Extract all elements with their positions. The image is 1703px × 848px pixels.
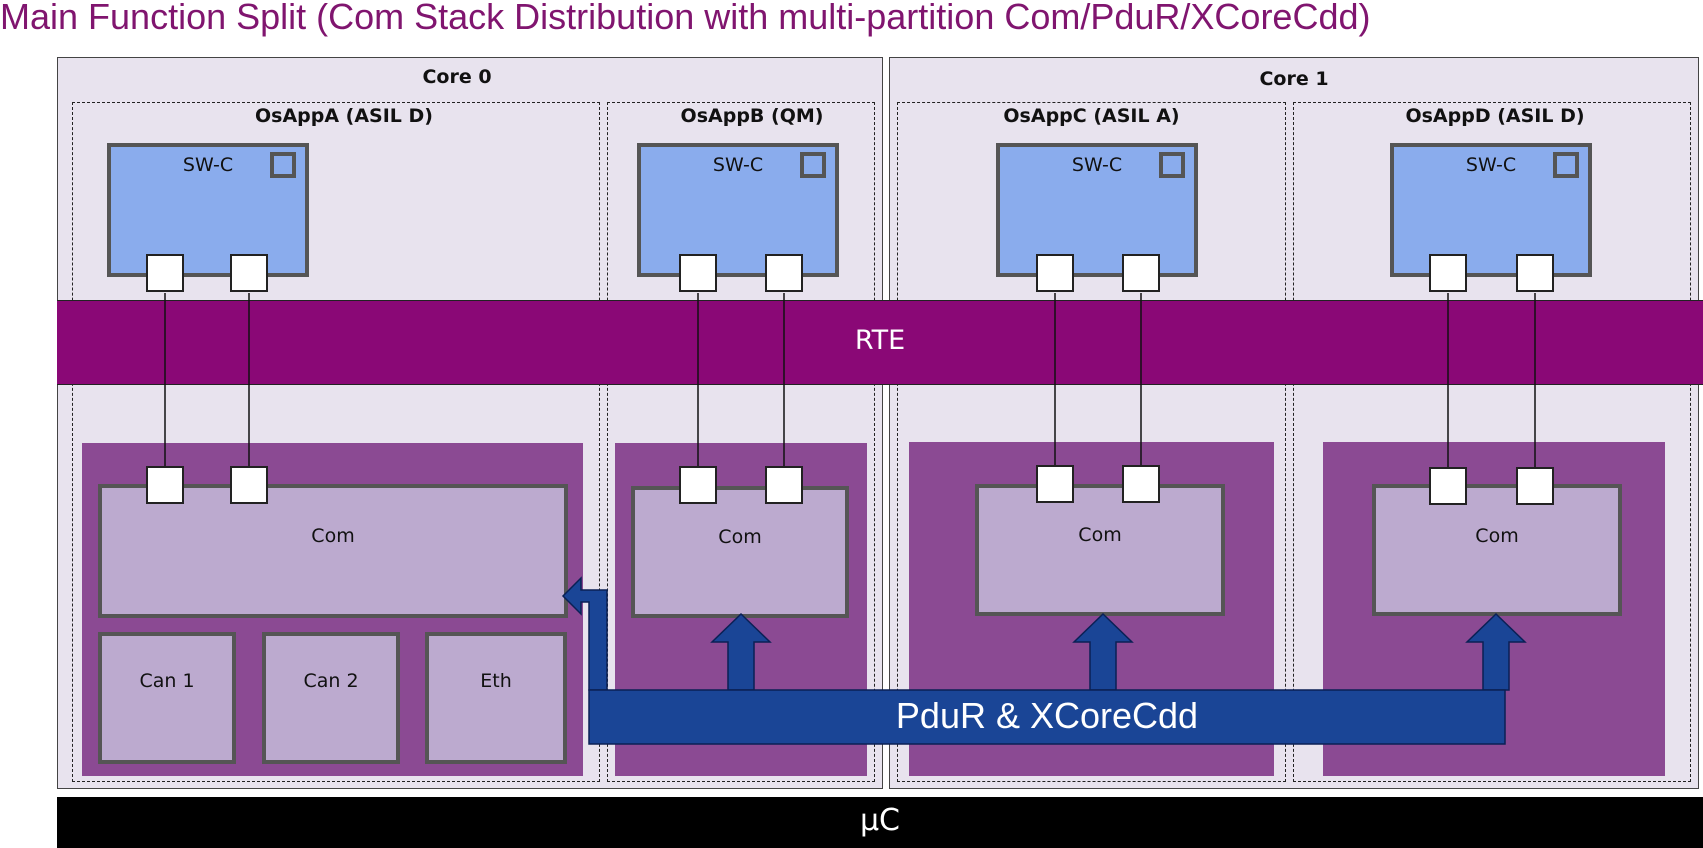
com-port <box>1036 465 1074 503</box>
com-port <box>1516 467 1554 505</box>
partition-osappa <box>72 102 600 782</box>
driver-eth-label: Eth <box>480 670 512 692</box>
swc-port <box>765 254 803 292</box>
partition-osappb <box>607 102 875 782</box>
pdur-arrow-to-com-osappa <box>561 576 608 691</box>
microcontroller-label: µC <box>859 803 901 838</box>
swc-port <box>679 254 717 292</box>
microcontroller-bar <box>57 797 1703 848</box>
swc-component-icon <box>800 152 826 178</box>
com-osappa <box>98 484 568 618</box>
com-port <box>230 466 268 504</box>
driver-eth <box>425 632 567 764</box>
pdur-arrow-to-com-osappb <box>710 612 772 691</box>
swc-port <box>1122 254 1160 292</box>
com-osappc-label: Com <box>1078 524 1122 546</box>
com-port <box>1429 467 1467 505</box>
com-osappc <box>975 484 1225 616</box>
diagram-title: Main Function Split (Com Stack Distribut… <box>0 0 1371 37</box>
com-port <box>765 466 803 504</box>
com-osappa-label: Com <box>311 525 355 547</box>
core-0-label: Core 0 <box>422 66 492 88</box>
driver-can1-label: Can 1 <box>139 670 195 692</box>
rte-layer <box>57 300 1703 385</box>
swc-port <box>146 254 184 292</box>
core-1-label: Core 1 <box>1259 68 1329 90</box>
partition-osappc-label: OsAppC (ASIL A) <box>1003 105 1180 127</box>
swc-port <box>1036 254 1074 292</box>
swc-port <box>230 254 268 292</box>
partition-osappd-label: OsAppD (ASIL D) <box>1405 105 1585 127</box>
com-osappb <box>631 486 849 618</box>
pdur-xcorecdd-bar <box>588 689 1506 745</box>
driver-can1 <box>98 632 236 764</box>
swc-component-icon <box>1159 152 1185 178</box>
com-port <box>1122 465 1160 503</box>
swc-port <box>1516 254 1554 292</box>
com-osappd-label: Com <box>1475 525 1519 547</box>
swc-port <box>1429 254 1467 292</box>
driver-can2 <box>262 632 400 764</box>
swc-osappb-label: SW-C <box>712 154 764 176</box>
swc-osappd-label: SW-C <box>1465 154 1517 176</box>
swc-osappc-label: SW-C <box>1071 154 1123 176</box>
com-port <box>146 466 184 504</box>
partition-osappc <box>897 102 1286 782</box>
swc-component-icon <box>1553 152 1579 178</box>
com-osappb-label: Com <box>718 526 762 548</box>
com-port <box>679 466 717 504</box>
partition-osappb-label: OsAppB (QM) <box>680 105 824 127</box>
port-connections <box>164 293 1536 467</box>
rte-label: RTE <box>854 325 906 356</box>
driver-can2-label: Can 2 <box>303 670 359 692</box>
pdur-xcorecdd-label: PduR & XCoreCdd <box>895 695 1199 736</box>
partition-osappa-label: OsAppA (ASIL D) <box>254 105 433 127</box>
swc-osappa-label: SW-C <box>182 154 234 176</box>
pdur-arrow-to-com-osappc <box>1072 612 1134 691</box>
swc-component-icon <box>270 152 296 178</box>
partition-osappd <box>1293 102 1691 782</box>
pdur-arrow-to-com-osappd <box>1465 612 1527 691</box>
